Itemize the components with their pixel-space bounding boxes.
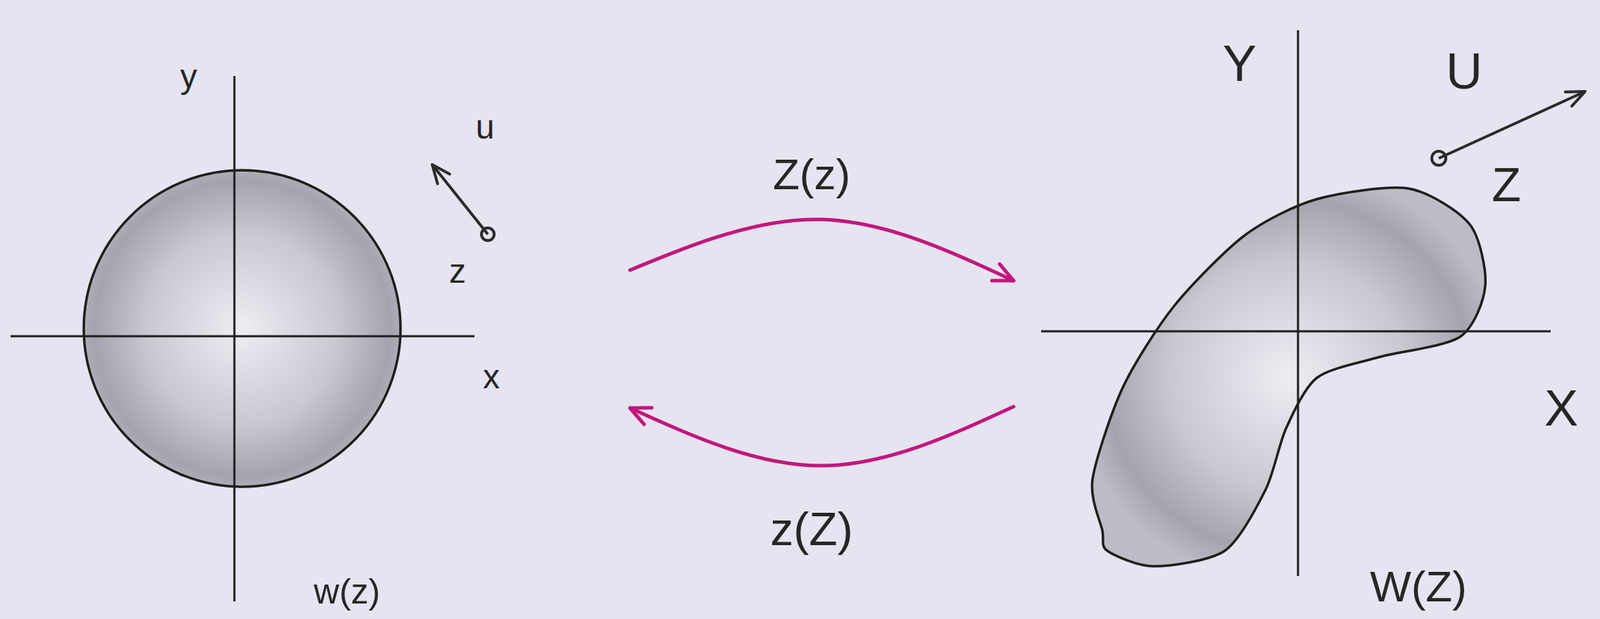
velocity-arrow (1438, 91, 1586, 159)
mapping-label: Z(z) (772, 152, 851, 197)
coordinate-axis (10, 335, 475, 338)
axis-label: x (482, 360, 500, 395)
mapped-region: W(Z) (1013, 28, 1591, 613)
axis-label: y (180, 59, 198, 94)
axis-label: U (1445, 45, 1483, 97)
disk-region: w(z) (10, 63, 631, 616)
mapping-arrow (630, 219, 1014, 281)
point-marker (1431, 151, 1446, 166)
mapping-label: z(Z) (770, 506, 853, 553)
function-label: W(Z) (1369, 565, 1467, 609)
coordinate-axis (1297, 30, 1300, 577)
point-marker (481, 228, 495, 241)
unit-disk (83, 170, 401, 488)
mapping-arrow (630, 406, 1014, 466)
function-label: w(z) (313, 574, 381, 610)
region-outline (1013, 28, 1591, 613)
region-outline (10, 63, 631, 616)
axis-label: u (475, 110, 495, 145)
coordinate-axis (1041, 330, 1551, 333)
axis-label: Z (1491, 160, 1522, 209)
axis-label: z (449, 254, 466, 289)
bean-shape (1091, 187, 1486, 567)
axis-label: X (1544, 382, 1579, 434)
coordinate-axis (233, 76, 236, 602)
velocity-arrow (432, 164, 488, 235)
axis-label: Y (1222, 38, 1257, 89)
